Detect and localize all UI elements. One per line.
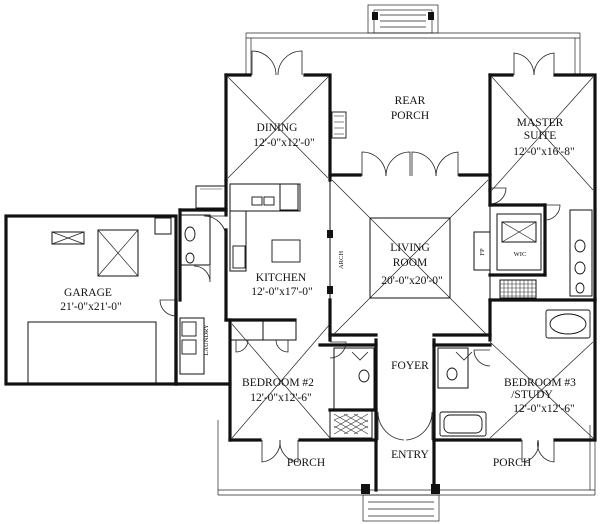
kitchen-size: 12'-0"x17'-0" (251, 286, 312, 298)
wic-label: WIC (514, 251, 527, 258)
bedroom3-label-1: BEDROOM #3 (504, 377, 576, 389)
bedroom3-label-2: /STUDY (511, 389, 553, 401)
bedroom2-label: BEDROOM #2 (242, 377, 314, 389)
ceiling-diagonals (227, 76, 594, 439)
porch-right-label: PORCH (493, 457, 531, 469)
fp-label: FP (479, 248, 486, 256)
living-room-size: 20'-0"x20'-0" (381, 275, 442, 287)
living-room-label-1: LIVING (390, 242, 430, 254)
living-room-label-2: ROOM (393, 257, 428, 269)
dining-label: DINING (257, 122, 298, 134)
garage-label: GARAGE (64, 287, 112, 299)
master-suite-label-1: MASTER (517, 117, 564, 129)
master-suite-size: 12'-0"x16'-8" (513, 146, 574, 158)
foyer-label: FOYER (391, 360, 429, 372)
room-labels: REAR PORCH DINING 12'-0"x12'-0" MASTER S… (60, 95, 576, 469)
garage-size: 21'-0"x21'-0" (60, 301, 121, 313)
bedroom3-size: 12'-0"x12'-6" (513, 403, 574, 415)
bedroom2-size: 12'-0"x12'-6" (250, 392, 311, 404)
rear-porch-label-2: PORCH (391, 110, 429, 122)
entry-label: ENTRY (391, 449, 429, 461)
dining-size: 12'-0"x12'-0" (253, 137, 314, 149)
master-suite-label-2: SUITE (524, 130, 557, 142)
laundry-label: LAUNDRY (203, 324, 210, 356)
arch-label: ARCH (338, 251, 345, 269)
door-swings (159, 50, 561, 463)
interior-details (27, 111, 593, 439)
kitchen-label: KITCHEN (256, 272, 307, 284)
rear-porch-label-1: REAR (395, 95, 426, 107)
porch-left-label: PORCH (287, 457, 325, 469)
